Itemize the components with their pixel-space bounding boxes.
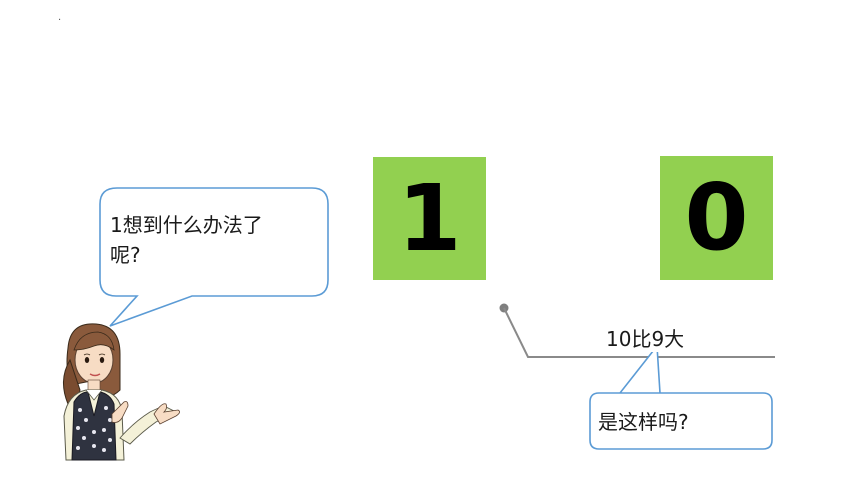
- digit-card-one[interactable]: 1: [373, 157, 486, 280]
- teacher-bubble-text: 1想到什么办法了 呢?: [110, 213, 263, 267]
- digit-card-zero-text: 0: [684, 164, 749, 271]
- question-bubble-text: 是这样吗?: [598, 410, 689, 434]
- right-hand: [153, 403, 180, 425]
- left-hand: [111, 401, 129, 423]
- digit-card-one-text: 1: [397, 164, 462, 272]
- girl-teacher-illustration: [63, 323, 180, 461]
- teacher-speech-bubble: [99, 187, 329, 327]
- digit-card-zero[interactable]: 0: [660, 156, 773, 280]
- question-speech-bubble: [589, 343, 773, 450]
- dot-mark: .: [58, 12, 62, 23]
- number-line-label: 10比9大: [604, 323, 687, 352]
- leader-line: [503, 307, 775, 358]
